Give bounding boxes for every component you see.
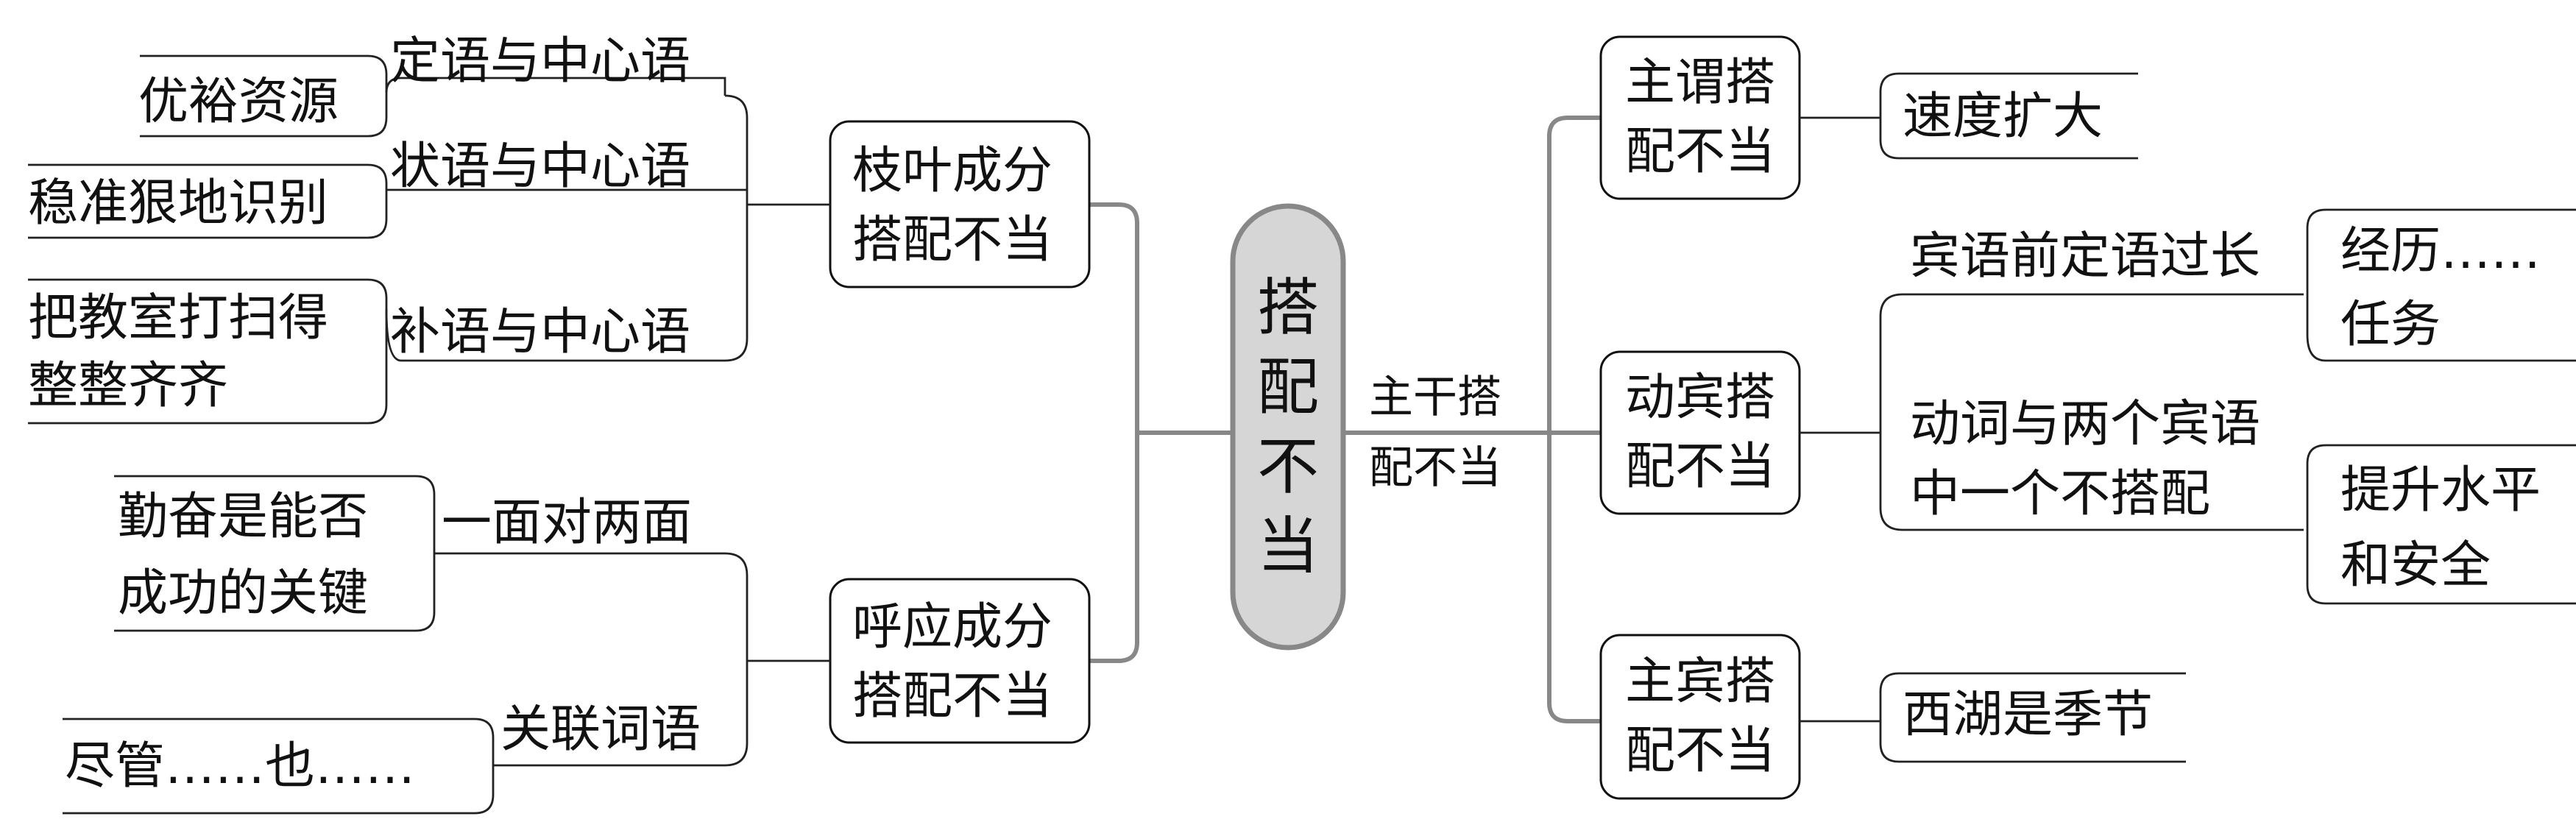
branch-sp-label-line-1: 主谓搭 — [1625, 54, 1776, 112]
example-classroom-line-2: 整整齐齐 — [28, 357, 229, 415]
example-shape-3 — [28, 278, 388, 425]
example-jinguan-ye: 尽管……也…… — [65, 737, 416, 796]
center-node-shape — [1230, 203, 1346, 651]
branch-so-label-line-2: 配不当 — [1625, 722, 1776, 780]
right-trunk-connector — [1343, 116, 1601, 723]
example-westlake-season: 西湖是季节 — [1903, 686, 2154, 744]
example-diligence-line-2: 成功的关键 — [118, 564, 369, 623]
branch-so-label-line-1: 主宾搭 — [1625, 653, 1776, 711]
left-trunk-connector — [1089, 202, 1233, 663]
branch-vo-label-line-2: 配不当 — [1625, 438, 1776, 496]
branch-modifier-label-line-2: 搭配不当 — [852, 211, 1053, 269]
example-speed-expand: 速度扩大 — [1903, 88, 2103, 146]
main-trunk-label-line-2: 配不当 — [1369, 442, 1501, 494]
branch-modifier-label-line-1: 枝叶成分 — [852, 142, 1053, 200]
label-verb-two-objects-line-2: 中一个不搭配 — [1910, 465, 2211, 523]
correspondence-group-bracket — [724, 552, 830, 767]
example-classroom-line-1: 把教室打扫得 — [28, 289, 329, 347]
example-shape-2 — [28, 163, 388, 239]
label-complement-head: 补语与中心语 — [390, 303, 691, 361]
so-link — [1800, 672, 2186, 763]
branch-vo-label-line-1: 动宾搭 — [1625, 369, 1776, 427]
example-shape-4 — [114, 475, 436, 632]
vo-example-1 — [2306, 208, 2576, 362]
branch-correspondence-label-line-1: 呼应成分 — [852, 598, 1053, 656]
center-title: 搭配不当 — [1256, 272, 1319, 582]
sp-link — [1800, 72, 2138, 160]
example-wenzhun-henidi: 稳准狠地识别 — [28, 174, 329, 233]
branch-correspondence-label-line-2: 搭配不当 — [852, 667, 1053, 726]
modifier-group-bracket — [724, 94, 830, 362]
example-shape-5 — [63, 718, 495, 815]
label-adverbial-head: 状语与中心语 — [390, 138, 691, 196]
example-raise-level-line-1: 提升水平 — [2340, 461, 2541, 520]
vo-example-2 — [2306, 444, 2576, 605]
example-experience-line-1: 经历…… — [2340, 222, 2541, 280]
branch-sp-label-line-2: 配不当 — [1625, 123, 1776, 181]
label-attributive-head: 定语与中心语 — [390, 32, 691, 91]
label-object-attr-long: 宾语前定语过长 — [1910, 227, 2261, 286]
label-one-vs-two: 一面对两面 — [442, 494, 693, 552]
example-shape-1 — [140, 54, 388, 138]
example-experience-line-2: 任务 — [2340, 296, 2441, 354]
label-conjunction: 关联词语 — [500, 701, 701, 759]
example-diligence-line-1: 勤奋是能否 — [118, 488, 369, 546]
main-trunk-label-line-1: 主干搭 — [1369, 372, 1501, 423]
vo-bracket — [1800, 293, 2304, 531]
example-raise-level-line-2: 和安全 — [2340, 536, 2491, 595]
branch-box-subject-object — [1599, 634, 1801, 800]
example-youyu-ziyuan: 优裕资源 — [138, 73, 339, 131]
label-verb-two-objects-line-1: 动词与两个宾语 — [1910, 395, 2261, 453]
